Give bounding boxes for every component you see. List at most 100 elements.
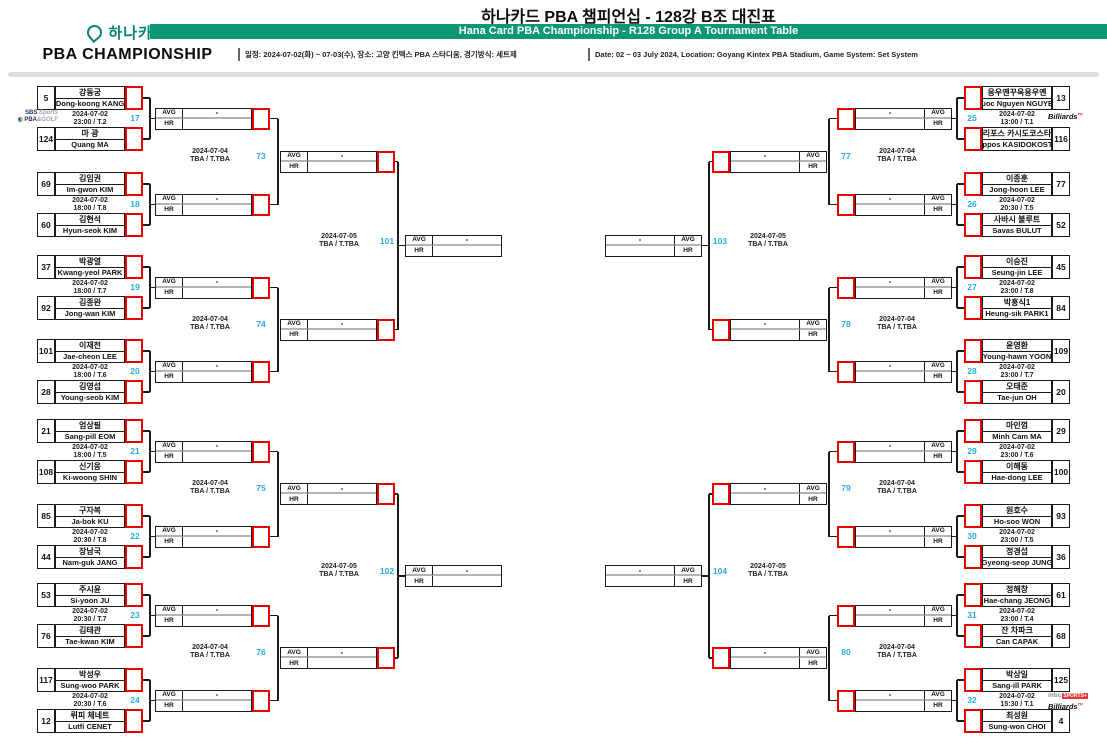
player-seed: 44 (37, 545, 55, 569)
bracket-line (398, 244, 405, 247)
bracket-line (956, 267, 958, 308)
avg-value: - (606, 236, 674, 246)
bracket-line (398, 575, 405, 577)
r64-result-table: AVG-HR (280, 318, 377, 341)
bracket-line (828, 451, 830, 537)
player-score-box (964, 213, 982, 237)
player-name-english: Hae-dong LEE (991, 473, 1043, 483)
avg-label: AVG (799, 484, 826, 494)
bracket-line (150, 535, 155, 538)
avg-label: AVG (406, 566, 433, 576)
bracket-line (957, 391, 964, 393)
hr-label: HR (924, 700, 951, 711)
avg-value: - (731, 648, 799, 658)
player-name-korean: 마인껌 (983, 420, 1051, 432)
player-name-korean: 최성원 (983, 710, 1051, 722)
avg-value: - (433, 236, 501, 246)
hr-label: HR (924, 536, 951, 547)
avg-label: AVG (924, 690, 951, 701)
player-name-english: Sung-won CHOI (988, 722, 1046, 732)
avg-label: AVG (156, 108, 183, 119)
player-seed: 108 (37, 460, 55, 484)
player-seed: 53 (37, 583, 55, 607)
match-number: 29 (967, 445, 977, 456)
hr-value (731, 494, 799, 504)
player-name-english: Jong-hoon LEE (989, 185, 1045, 195)
player-seed: 68 (1052, 624, 1070, 648)
match-number: 25 (967, 112, 977, 123)
hr-value (856, 288, 924, 298)
avg-value: - (606, 566, 674, 576)
hr-label: HR (674, 245, 701, 256)
bracket-line (829, 203, 837, 206)
hr-value (433, 576, 501, 586)
bracket-line (143, 266, 150, 268)
match-number: 75 (256, 483, 266, 493)
hr-value (856, 205, 924, 215)
hr-label: HR (924, 287, 951, 298)
r128-score-box (252, 360, 270, 383)
player-score-box (125, 339, 143, 363)
avg-value: - (856, 606, 924, 616)
pba-golf-logo: PBA&GOLF (18, 117, 58, 124)
match-number: 102 (379, 566, 395, 576)
bracket-line (828, 615, 830, 701)
page-title: 하나카드 PBA 챔피언십 - 128강 B조 대진표 (481, 9, 776, 26)
player-seed: 109 (1052, 339, 1070, 363)
bracket-line (957, 556, 964, 558)
avg-label: AVG (156, 277, 183, 288)
player-score-box (125, 504, 143, 528)
player-score-box (125, 419, 143, 443)
player-seed: 21 (37, 419, 55, 443)
bracket-line (709, 328, 712, 331)
player-seed: 52 (1052, 213, 1070, 237)
match-number: 20 (130, 365, 140, 376)
avg-label: AVG (281, 648, 308, 658)
player-score-box (964, 339, 982, 363)
player-name-korean: 김종완 (56, 297, 124, 309)
schedule-info-english: Date: 02 ~ 03 July 2024, Location: Goyan… (588, 48, 918, 61)
hr-label: HR (674, 576, 701, 586)
player-name-korean: 김영섭 (56, 381, 124, 393)
player-seed: 101 (37, 339, 55, 363)
player-seed: 45 (1052, 255, 1070, 279)
avg-label: AVG (924, 605, 951, 616)
hr-value (606, 246, 674, 256)
avg-label: AVG (674, 566, 701, 576)
hr-value (308, 494, 376, 504)
hr-value (183, 452, 251, 462)
avg-label: AVG (281, 319, 308, 330)
bracket-line (829, 535, 837, 538)
player-seed: 12 (37, 709, 55, 733)
bracket-line (957, 471, 964, 473)
bracket-line (270, 370, 278, 373)
bracket-line (957, 635, 964, 637)
bracket-line (143, 224, 150, 226)
bracket-line (270, 450, 278, 453)
player-score-box (125, 709, 143, 733)
hr-label: HR (924, 615, 951, 626)
player-score-box (964, 127, 982, 151)
player-name-english: Quang MA (71, 140, 109, 150)
match-number: 18 (130, 198, 140, 209)
hr-label: HR (281, 161, 308, 172)
player-name-korean: 마 광 (56, 128, 124, 140)
hr-value (183, 288, 251, 298)
r128-result-table: AVG-HR (155, 604, 252, 627)
avg-label: AVG (924, 277, 951, 288)
billiards-tv-logo: BilliardsTV (1048, 701, 1083, 711)
avg-label: AVG (406, 235, 433, 246)
match-number: 103 (712, 235, 728, 246)
